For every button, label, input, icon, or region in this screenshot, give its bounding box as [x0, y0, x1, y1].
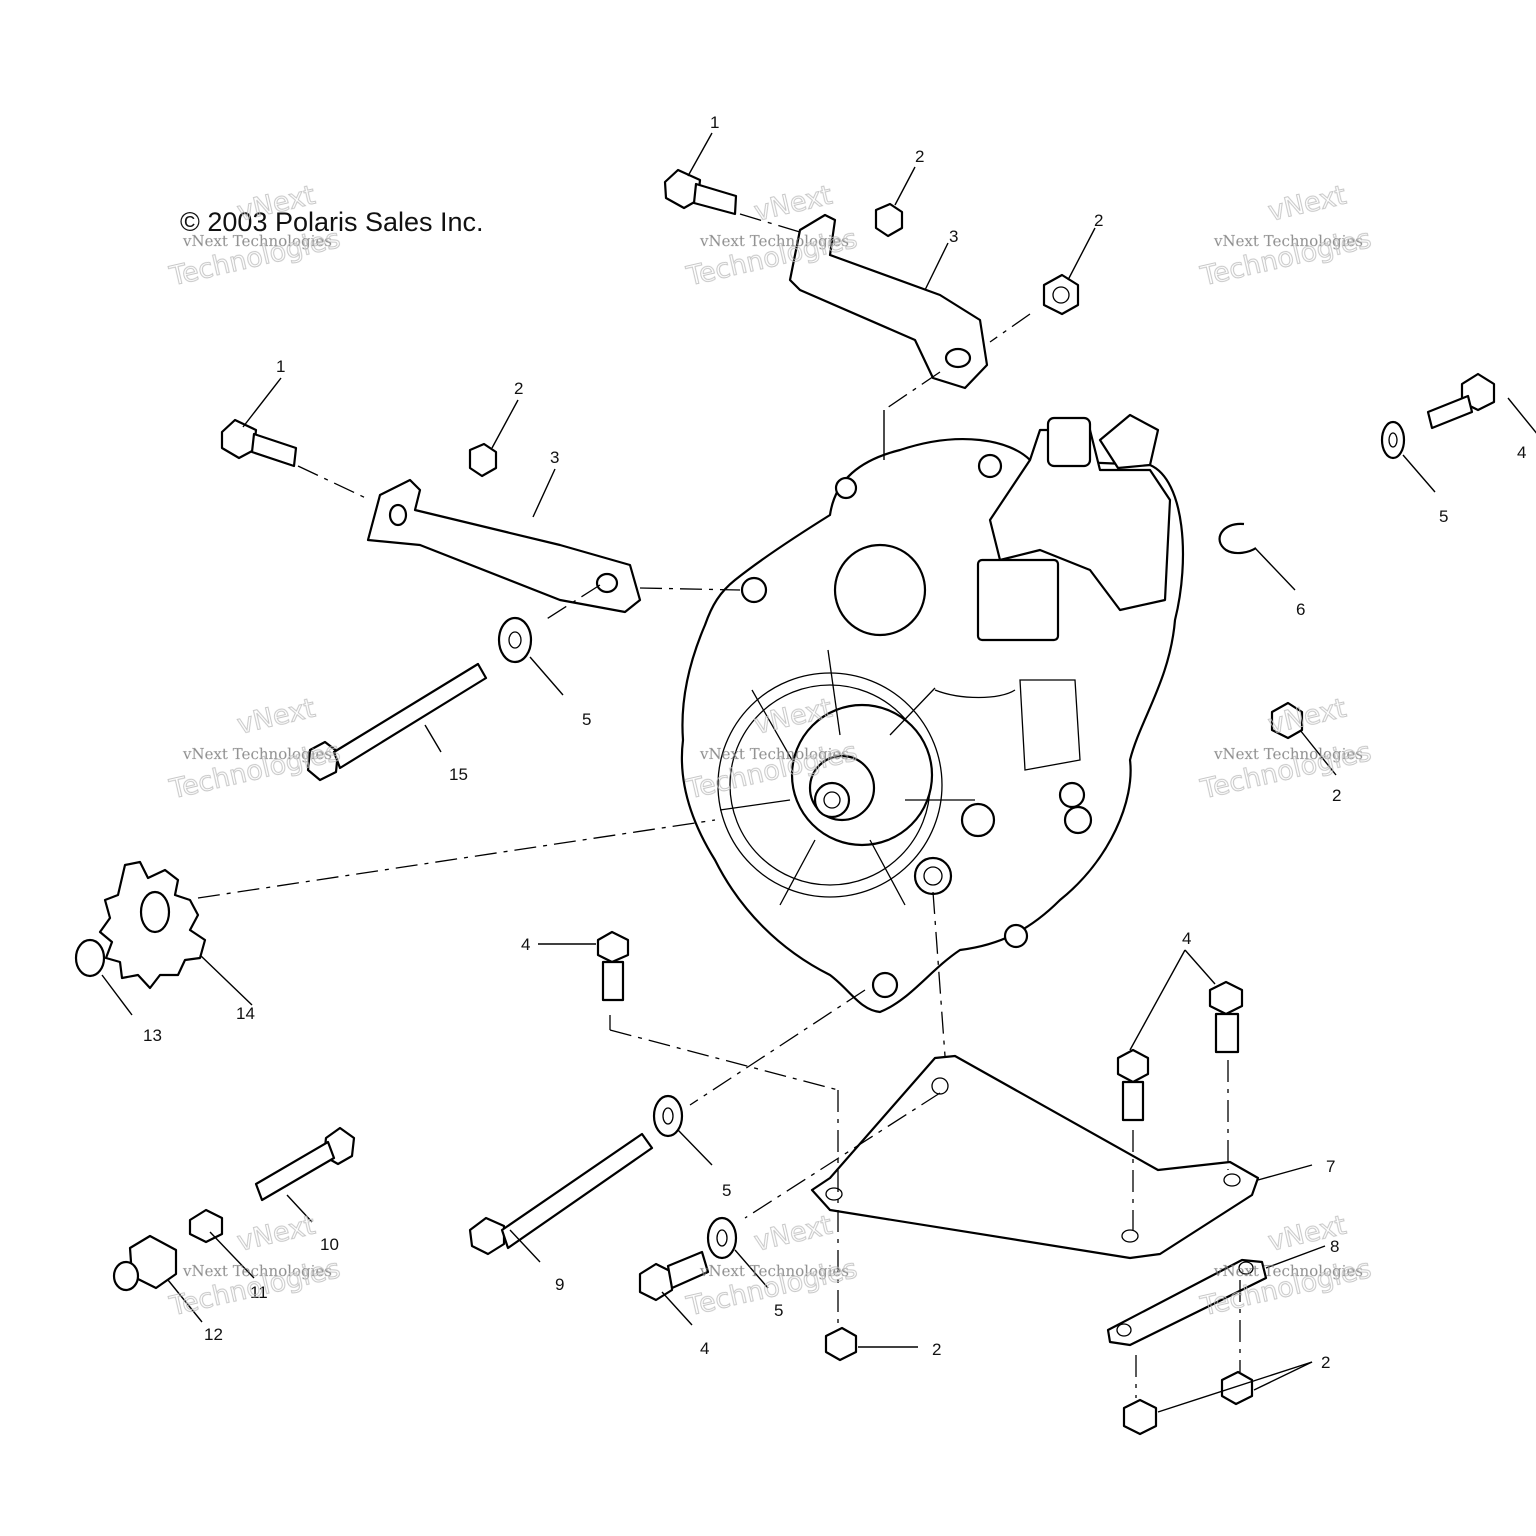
callout-5: 5 [774, 1301, 783, 1320]
copyright-text: © 2003 Polaris Sales Inc. [180, 207, 484, 237]
housing-bolt-hole [1003, 923, 1029, 949]
callout-1: 1 [276, 357, 285, 376]
drive-flange-outer [717, 672, 943, 898]
callout-4: 4 [700, 1339, 709, 1358]
bottom-mount-plate-7 [810, 1054, 1260, 1260]
bolt-9 [468, 1132, 654, 1256]
cover-plate [833, 543, 927, 637]
callout-11: 11 [250, 1283, 268, 1302]
svg-text:vNext Technologies: vNext Technologies [699, 232, 849, 250]
washer-5 [497, 616, 533, 664]
callout-12: 12 [204, 1325, 223, 1344]
breather-fitting [1098, 413, 1160, 470]
svg-text:vNext: vNext [1265, 180, 1349, 228]
svg-text:vNext: vNext [1265, 693, 1349, 741]
svg-text:vNext Technologies: vNext Technologies [182, 232, 332, 250]
assembly-centerlines [197, 213, 1241, 1398]
callout-10: 10 [320, 1235, 339, 1254]
callout-3: 3 [550, 448, 559, 467]
bolt-1-top [663, 168, 738, 216]
callout-5: 5 [582, 710, 591, 729]
svg-text:vNext Technologies: vNext Technologies [182, 745, 332, 763]
solenoid-box [976, 558, 1060, 642]
callout-3: 3 [949, 227, 958, 246]
callout-7: 7 [1326, 1157, 1335, 1176]
callout-5: 5 [1439, 507, 1448, 526]
clip-6 [1218, 522, 1257, 555]
washer-5 [706, 1216, 738, 1260]
svg-text:vNext: vNext [751, 1210, 835, 1258]
callout-5: 5 [722, 1181, 731, 1200]
svg-text:vNext Technologies: vNext Technologies [182, 1262, 332, 1280]
long-bolt-15 [306, 662, 488, 782]
callout-6: 6 [1296, 600, 1305, 619]
svg-text:vNext: vNext [234, 1210, 318, 1258]
callout-14: 14 [236, 1004, 255, 1023]
svg-text:vNext Technologies: vNext Technologies [1213, 1262, 1363, 1280]
callout-9: 9 [555, 1275, 564, 1294]
housing-bolt-hole [871, 971, 899, 999]
svg-text:vNext Technologies: vNext Technologies [699, 1262, 849, 1280]
drain-plug-12 [112, 1234, 178, 1292]
bolt-4-right [1426, 372, 1496, 430]
svg-text:vNext Technologies: vNext Technologies [699, 745, 849, 763]
bolt-4-pair [1116, 980, 1244, 1122]
housing-bolt-hole [977, 453, 1003, 479]
housing-bolt-hole [740, 576, 768, 604]
callout-2: 2 [1094, 211, 1103, 230]
callout-1: 1 [710, 113, 719, 132]
bolt-4-center [596, 930, 630, 1002]
leader-lines [101, 132, 1536, 1413]
callout-15: 15 [449, 765, 468, 784]
callout-2: 2 [1332, 786, 1341, 805]
bolt-1-left [220, 418, 298, 468]
callout-4: 4 [1517, 443, 1526, 462]
nut-2 [188, 202, 1304, 1436]
bolt-10 [254, 1126, 356, 1202]
retaining-ring-13 [74, 938, 106, 978]
callout-13: 13 [143, 1026, 162, 1045]
housing-bolt-hole [1058, 781, 1086, 809]
transmission-housing [680, 413, 1185, 1014]
washer-5 [652, 1094, 684, 1138]
callout-4: 4 [1182, 929, 1191, 948]
shift-shaft [1046, 416, 1092, 468]
svg-text:vNext: vNext [234, 693, 318, 741]
callout-8: 8 [1330, 1237, 1339, 1256]
callout-2: 2 [932, 1340, 941, 1359]
upper-mount-bracket [788, 213, 989, 390]
callout-4: 4 [521, 935, 530, 954]
callout-2: 2 [1321, 1353, 1330, 1372]
svg-text:vNext Technologies: vNext Technologies [1213, 232, 1363, 250]
callout-2: 2 [514, 379, 523, 398]
washer-5 [1380, 420, 1406, 460]
callout-2: 2 [915, 147, 924, 166]
callout-labels: 1 2 2 3 1 2 3 4 5 6 5 2 15 4 4 14 13 7 5… [143, 113, 1526, 1372]
strap-8 [1106, 1258, 1268, 1347]
output-shaft [813, 781, 851, 819]
left-mount-bracket [366, 478, 642, 614]
housing-bolt-hole [834, 476, 858, 500]
svg-text:vNext Technologies: vNext Technologies [1213, 745, 1363, 763]
bolt-4-lower [638, 1250, 710, 1302]
mount-boss [913, 856, 953, 896]
